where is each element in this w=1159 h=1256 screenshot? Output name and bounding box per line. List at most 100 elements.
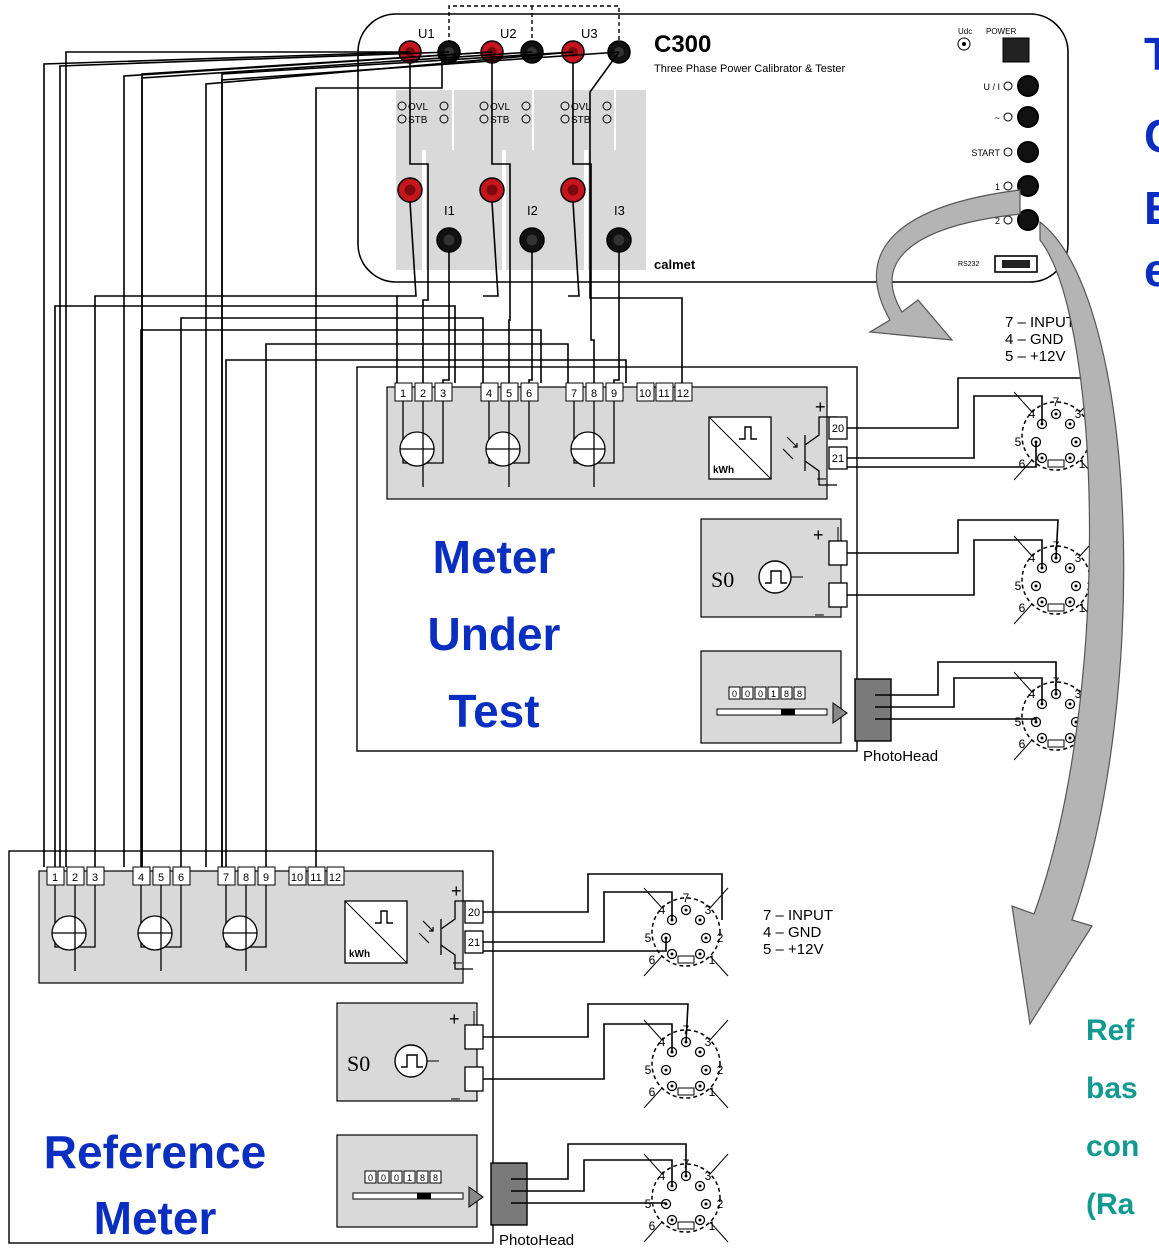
din-pin-dot [1068, 422, 1072, 426]
stb-label: STB [490, 115, 510, 126]
terminal-number: 7 [223, 872, 229, 884]
counter-digit: 0 [732, 689, 737, 699]
din-pin-label: 1 [709, 1219, 716, 1233]
din-latch [709, 955, 729, 977]
port-socket [1017, 209, 1039, 231]
port-led [1003, 112, 1013, 122]
din-pin-dot [698, 1084, 702, 1088]
counter-digit-box [767, 686, 780, 700]
rs232-label: RS232 [958, 261, 980, 268]
port-label: U / I [983, 82, 1000, 92]
din-pin-label: 1 [709, 953, 716, 967]
din-pin-label: 5 [1015, 435, 1022, 449]
terminal-number: 8 [243, 872, 249, 884]
counter-digit: 8 [784, 689, 789, 699]
transistor-icon [440, 900, 473, 970]
terminal-block [636, 382, 655, 402]
din-pin-dot [1040, 600, 1044, 604]
terminal-number: 5 [158, 872, 164, 884]
din-latch [709, 1153, 729, 1175]
terminal-number: 2 [72, 872, 78, 884]
din-pin-dot [698, 952, 702, 956]
plus-sign: + [451, 881, 462, 901]
din-pin-dot [1068, 600, 1072, 604]
contact-number: 21 [468, 937, 480, 949]
din-pin-dot [704, 936, 708, 940]
counter-digit-box [364, 1170, 377, 1184]
calibrator-c300: U1OVLSTBI1U2OVLSTBI2U3OVLSTBI3C300Three … [357, 5, 1069, 283]
optocoupler-icon [418, 920, 434, 944]
din-pin-label: 6 [1019, 457, 1026, 471]
plus-sign: + [813, 525, 824, 545]
din-pin-label: 1 [1079, 457, 1086, 471]
cropped-note-fragment: Ref [1086, 1014, 1135, 1047]
current-jack-red-hole [486, 184, 498, 196]
current-jack-black-hole [443, 234, 455, 246]
cropped-title-fragment: E [1144, 182, 1159, 234]
current-label: I2 [527, 203, 538, 218]
din-pin-label: 4 [1029, 407, 1036, 421]
pin-legend-mut: 7 – INPUT [1005, 314, 1075, 331]
counter-digit-box [780, 686, 793, 700]
kwh-diagonal [708, 416, 772, 480]
din-pin-label: 3 [1075, 687, 1082, 701]
terminal-number: 11 [310, 872, 321, 884]
voltage-label: U2 [500, 26, 517, 41]
terminal-number: 5 [506, 388, 512, 400]
terminal-block [326, 866, 345, 886]
wire [483, 891, 673, 943]
s0-wire [791, 527, 839, 578]
dashed-link [448, 5, 620, 44]
current-jack-black-hole [613, 234, 625, 246]
power-button [1002, 37, 1030, 63]
terminal-number: 4 [138, 872, 144, 884]
udc-socket [957, 37, 971, 51]
udc-socket-dot [962, 42, 966, 46]
counter-digit-box [416, 1170, 429, 1184]
curved-arrow-to-ref [1011, 220, 1125, 1026]
cropped-note-fragment: bas [1086, 1072, 1138, 1105]
led-strip-mark [417, 1193, 431, 1199]
din-pin-label: 6 [1019, 601, 1026, 615]
wire [483, 873, 723, 920]
kwh-label: kWh [713, 465, 734, 476]
terminal-number: 4 [486, 388, 492, 400]
din-latch [709, 1087, 729, 1109]
din-shell [651, 1029, 721, 1099]
led-icon [439, 101, 449, 111]
s0-contact [464, 1066, 484, 1092]
led-icon [521, 101, 531, 111]
din-latch [643, 955, 663, 977]
terminal-number: 10 [639, 388, 651, 400]
terminal-number: 1 [52, 872, 58, 884]
din-pin-label: 4 [659, 1035, 666, 1049]
minus-sign: – [451, 1090, 460, 1107]
counter-digit-box [429, 1170, 442, 1184]
wire [847, 395, 1043, 459]
port-socket [1017, 175, 1039, 197]
port-led [1003, 147, 1013, 157]
counter-digit-box [741, 686, 754, 700]
din-pin-dot [1068, 702, 1072, 706]
terminal-block [674, 382, 693, 402]
din-shell [651, 1163, 721, 1233]
wire [65, 51, 410, 867]
counter-digit-box [754, 686, 767, 700]
din-key [1047, 603, 1065, 612]
meter-title-line: Test [448, 685, 539, 737]
wire [528, 252, 533, 383]
ovl-label: OVL [571, 102, 591, 113]
counter-digit-box [728, 686, 741, 700]
rs232-port-inner [1002, 260, 1030, 268]
wire [847, 442, 1037, 468]
wire [59, 51, 450, 867]
din-pin-label: 4 [1029, 551, 1036, 565]
din-pin-label: 3 [705, 1035, 712, 1049]
contact-number: 20 [468, 907, 480, 919]
wire [483, 938, 667, 952]
din-key [677, 1221, 695, 1230]
wire [572, 63, 595, 383]
